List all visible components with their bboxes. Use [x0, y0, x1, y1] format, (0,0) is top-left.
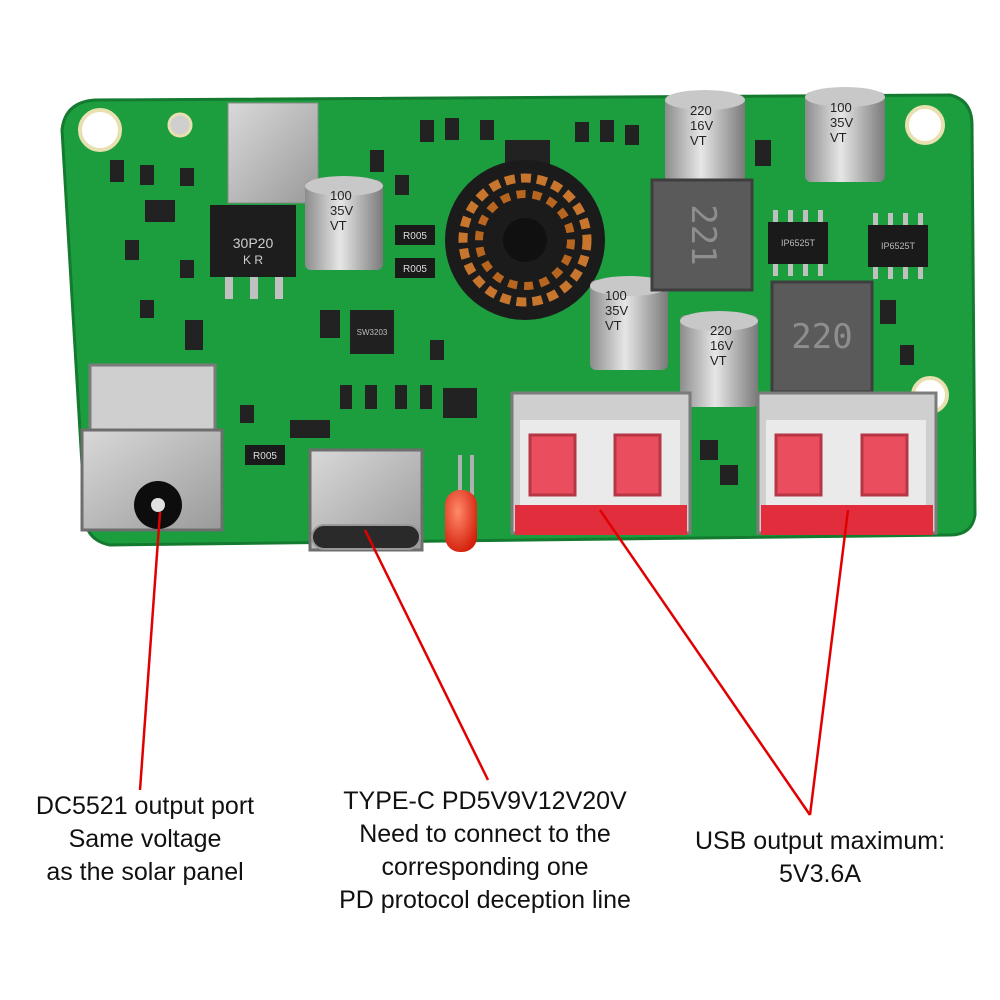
cap-top-right-value: 100: [830, 100, 852, 115]
cap-top-right-series: VT: [830, 130, 847, 145]
dc-jack: [80, 363, 224, 532]
callout-typec-line-1: TYPE-C PD5V9V12V20V: [343, 787, 627, 815]
inductor-221: 221: [650, 178, 754, 292]
mosfet-label-1: 30P20: [233, 235, 274, 251]
capacitor-mid-right: 220 16V VT: [680, 311, 758, 407]
inductor-220: 220: [770, 280, 874, 394]
callout-dc-line-2: Same voltage: [68, 825, 222, 853]
resistor-r005-a: R005: [403, 231, 427, 242]
leader-lines: [138, 509, 850, 816]
callout-typec-line-2: Need to connect to the: [359, 820, 611, 848]
inductor-220-label: 220: [791, 317, 852, 357]
red-led: [445, 455, 477, 552]
ic-small: SW3203: [352, 312, 392, 352]
cap-mid-voltage: 35V: [605, 303, 628, 318]
cap-mid-value: 100: [605, 288, 627, 303]
usb-c-port: [308, 448, 424, 552]
capacitor-top-left: 220 16V VT: [665, 90, 745, 183]
ic-right-label: IP6525T: [881, 241, 916, 251]
resistor-r005-c: R005: [253, 451, 277, 462]
cap-top-left-voltage: 16V: [690, 118, 713, 133]
callout-dc-line-1: DC5521 output port: [35, 792, 255, 820]
usb-a-port-right: [756, 391, 938, 535]
cap-mid-series: VT: [605, 318, 622, 333]
callout-dc-port: DC5521 output port Same voltage as the s…: [10, 790, 280, 889]
cap-mid-right-series: VT: [710, 353, 727, 368]
ic-small-label: SW3203: [357, 328, 388, 337]
mosfet: 30P20 K R: [210, 205, 296, 299]
cap-mid-right-value: 220: [710, 323, 732, 338]
resistor-r005-b: R005: [403, 264, 427, 275]
inductor-221-label: 221: [683, 204, 723, 265]
ic-left: IP6525T: [768, 210, 828, 276]
usb-a-port-left: [510, 391, 692, 535]
cap-left-value: 100: [330, 188, 352, 203]
cap-top-left-series: VT: [690, 133, 707, 148]
callout-usb: USB output maximum: 5V3.6A: [670, 825, 970, 891]
capacitor-top-right: 100 35V VT: [805, 87, 885, 182]
callout-type-c: TYPE-C PD5V9V12V20V Need to connect to t…: [310, 785, 660, 917]
cap-left-voltage: 35V: [330, 203, 353, 218]
copper-pad: [227, 102, 319, 204]
mosfet-label-2: K R: [243, 253, 263, 267]
cap-mid-right-voltage: 16V: [710, 338, 733, 353]
capacitor-left: 100 35V VT: [305, 176, 383, 270]
ic-left-label: IP6525T: [781, 238, 816, 248]
callout-usb-line-1: USB output maximum:: [694, 827, 946, 855]
cap-top-left-value: 220: [690, 103, 712, 118]
callout-usb-line-2: 5V3.6A: [778, 860, 861, 888]
cap-top-right-voltage: 35V: [830, 115, 853, 130]
callout-typec-line-3: corresponding one: [381, 853, 589, 881]
shunt-resistors: R005 R005 R005: [245, 225, 435, 465]
toroid-inductor: [445, 160, 605, 320]
callout-dc-line-3: as the solar panel: [46, 858, 244, 886]
callout-typec-line-4: PD protocol deception line: [339, 886, 631, 914]
cap-left-series: VT: [330, 218, 347, 233]
ic-right: IP6525T: [868, 213, 928, 279]
capacitor-mid: 100 35V VT: [590, 276, 668, 370]
